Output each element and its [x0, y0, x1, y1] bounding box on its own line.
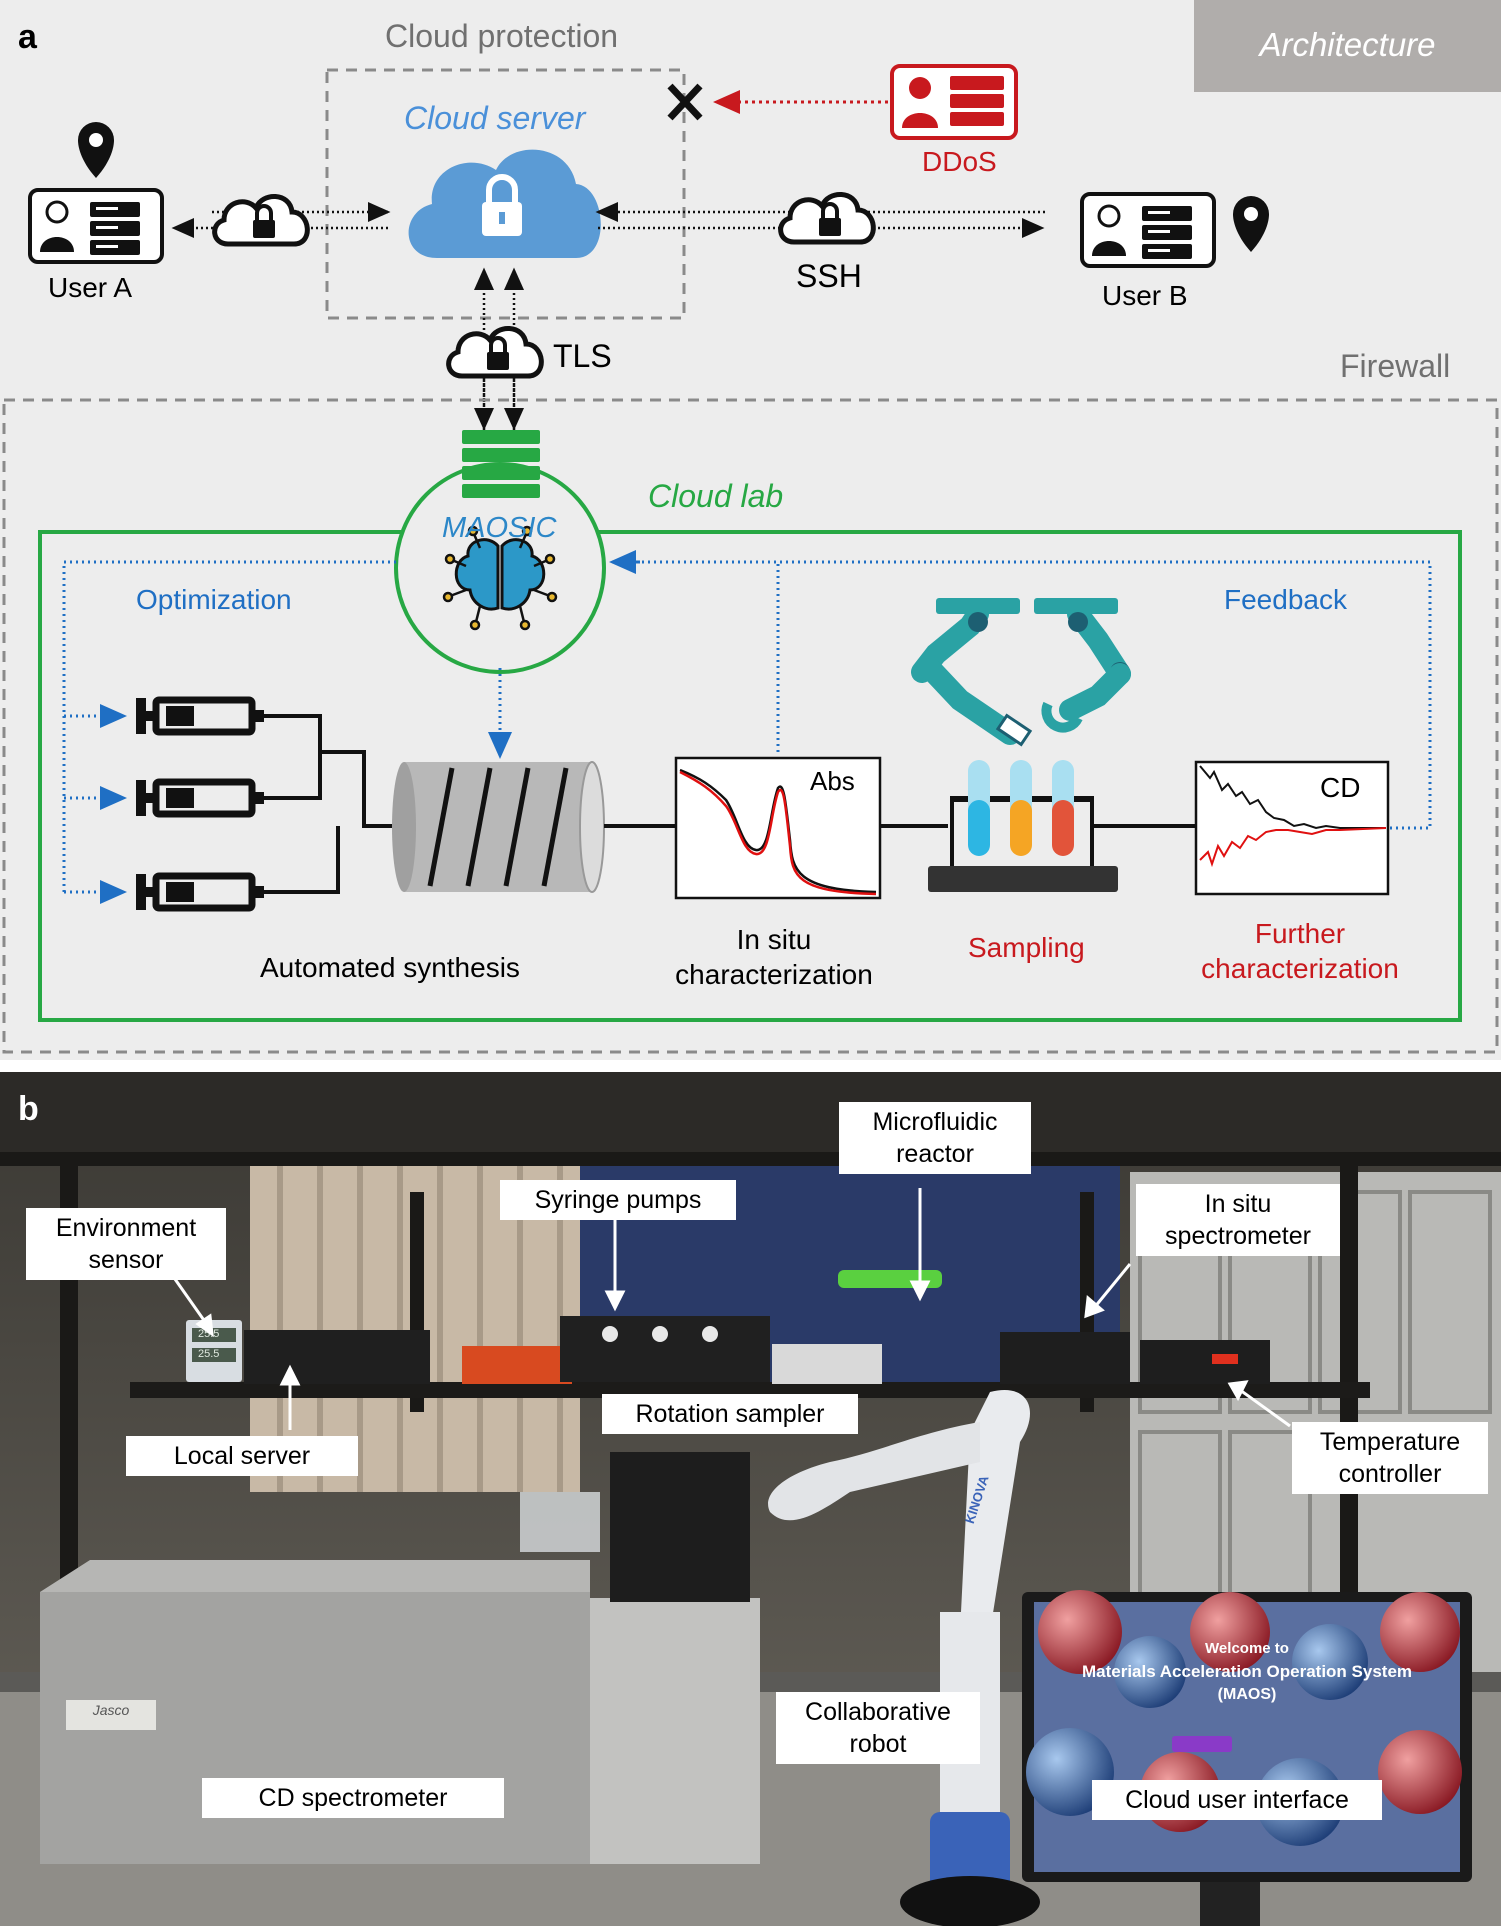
callout-local-server: Local server — [126, 1436, 358, 1476]
user-b-label: User B — [1102, 280, 1188, 311]
abs-label: Abs — [810, 766, 855, 796]
brain-ai-icon — [442, 525, 558, 631]
feedback-lines — [609, 550, 1432, 830]
rotation-sampler-device — [772, 1344, 882, 1384]
user-b-icon — [1080, 192, 1269, 268]
callout-cloud-user-interface: Cloud user interface — [1092, 1780, 1382, 1820]
panel-b-photo: b Welcome to Materials Acceleration Oper… — [0, 1072, 1501, 1926]
in-situ-line1: In situ — [736, 924, 812, 955]
local-server-box — [244, 1330, 430, 1384]
further-line1: Further — [1254, 918, 1346, 949]
location-pin-icon — [1233, 196, 1269, 252]
location-pin-icon — [78, 122, 114, 178]
sampling-rack-icon — [928, 760, 1118, 892]
sensor-reading-2: 25.5 — [198, 1348, 220, 1360]
cloud-lab-label: Cloud lab — [648, 478, 784, 514]
callout-pointers — [168, 1188, 1291, 1430]
callout-cd-spectrometer: CD spectrometer — [202, 1778, 504, 1818]
reactor-cylinder-icon — [392, 761, 605, 893]
feedback-label: Feedback — [1224, 584, 1347, 615]
callout-syringe-pumps: Syringe pumps — [500, 1180, 736, 1220]
further-line2: characterization — [1201, 953, 1399, 984]
tube-rack — [462, 1346, 572, 1384]
green-server-icon — [462, 430, 540, 498]
user-a-icon — [28, 122, 164, 264]
architecture-tag: Architecture — [1259, 26, 1436, 63]
cloud-protection-box — [325, 68, 686, 320]
in-situ-line2: characterization — [675, 959, 873, 990]
syringe-icon — [136, 874, 274, 910]
upper-shelf — [130, 1382, 1370, 1398]
architecture-tag-bg — [1194, 0, 1501, 92]
user-a-label: User A — [48, 272, 133, 303]
in-situ-spectrometer-device — [1000, 1332, 1130, 1384]
in-situ-characterization-label: In situ characterization — [654, 922, 894, 992]
temperature-controller-device — [1140, 1340, 1270, 1384]
automated-synthesis-label: Automated synthesis — [260, 952, 520, 983]
abs-plot-frame — [674, 756, 882, 900]
panel-a-architecture: a Architecture Cloud protection Cloud se… — [0, 0, 1501, 1060]
syringe-pump-rack — [560, 1316, 770, 1382]
further-characterization-label: Further characterization — [1180, 916, 1420, 986]
callout-temperature-controller: Temperature controller — [1292, 1422, 1488, 1494]
syringe-tubing — [274, 714, 404, 894]
syringe-icon — [136, 698, 274, 734]
ddos-label: DDoS — [922, 146, 997, 177]
ssh-label: SSH — [796, 258, 862, 294]
cloud-protection-label: Cloud protection — [385, 18, 619, 54]
panel-letter-a: a — [18, 18, 37, 56]
cloud-lab-box — [38, 530, 1462, 1022]
blocked-x-icon — [667, 83, 703, 121]
cd-spectrum-curve — [1199, 765, 1387, 868]
robot-arms-icon — [911, 598, 1131, 747]
callout-environment-sensor: Environment sensor — [26, 1208, 226, 1280]
firewall-label: Firewall — [1340, 348, 1451, 384]
cd-label: CD — [1320, 772, 1361, 803]
monitor-welcome: Welcome to — [1205, 1640, 1289, 1657]
panel-letter-b: b — [18, 1090, 39, 1128]
maosic-circle — [394, 462, 606, 674]
monitor-acronym: (MAOS) — [1217, 1686, 1277, 1703]
maosic-label: MAOSIC — [442, 512, 557, 544]
sensor-reading-1: 25.5 — [198, 1328, 220, 1340]
callout-rotation-sampler: Rotation sampler — [602, 1394, 858, 1434]
abs-spectrum-curve — [679, 768, 877, 896]
architecture-diagram — [2, 0, 1501, 1054]
optimization-label: Optimization — [136, 584, 292, 615]
optimization-lines — [62, 560, 512, 904]
callout-collaborative-robot: Collaborative robot — [776, 1692, 980, 1764]
sampling-label: Sampling — [968, 932, 1085, 963]
monitor-system-title: Materials Acceleration Operation System — [1081, 1662, 1413, 1681]
tls-label: TLS — [553, 338, 612, 374]
callout-microfluidic-reactor: Microfluidic reactor — [839, 1102, 1031, 1174]
syringe-icon — [136, 780, 274, 816]
jasco-logo: Jasco — [92, 1702, 130, 1718]
firewall-box — [2, 398, 1499, 1054]
ddos-attacker-icon — [890, 64, 1018, 140]
callout-in-situ-spectrometer: In situ spectrometer — [1136, 1184, 1340, 1256]
collaborative-robot-device — [768, 1390, 1040, 1926]
cloud-server-label: Cloud server — [404, 100, 586, 136]
